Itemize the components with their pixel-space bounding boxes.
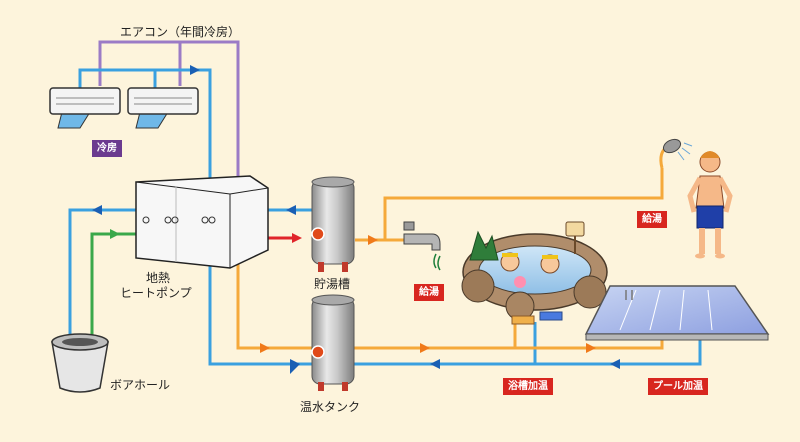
hot-water-tank — [311, 294, 355, 391]
arrow-tank-right — [290, 359, 300, 374]
shower — [659, 138, 693, 169]
hot-water-tank-label: 温水タンク — [300, 400, 361, 414]
storage-tank-label: 貯湯槽 — [314, 277, 351, 291]
arrow-red-right — [292, 233, 302, 243]
arrow-tank-out-2 — [586, 343, 596, 353]
tap-hot-water-tag: 給湯 — [414, 284, 444, 301]
faucet — [403, 221, 441, 271]
borehole-label: ボアホール — [110, 378, 171, 392]
heat-pump — [135, 175, 269, 269]
person-at-shower — [687, 151, 733, 259]
arrow-tank-out-1 — [420, 343, 430, 353]
green-pipe — [90, 232, 136, 338]
swimming-pool — [584, 285, 770, 341]
arrow-return-left-2 — [610, 359, 620, 369]
arrow-green-right — [110, 229, 120, 239]
hot-arrows — [260, 235, 596, 353]
pool-heating-tag: プール加温 — [648, 378, 708, 395]
aircon-label: エアコン（年間冷房） — [120, 25, 241, 39]
cooling-tag: 冷房 — [92, 140, 122, 157]
aircon-unit-right — [127, 87, 199, 129]
aircon-unit-left — [49, 87, 121, 129]
arrow-aircon-right — [190, 65, 200, 75]
red-arrows — [292, 233, 302, 243]
heatpump-label-line1: 地熱 — [146, 271, 171, 285]
green-arrows — [110, 229, 120, 239]
arrow-heatpump-left — [92, 205, 102, 215]
cold-arrows — [92, 65, 620, 374]
arrow-hp-to-tank — [260, 343, 270, 353]
shower-hot-water-tag: 給湯 — [637, 211, 667, 228]
arrow-storage-left — [286, 205, 296, 215]
storage-tank — [311, 176, 355, 272]
purple-pipes — [98, 40, 240, 178]
bath-heating-tag: 浴槽加温 — [503, 378, 553, 395]
arrow-return-left-1 — [430, 359, 440, 369]
arrow-storage-out — [368, 235, 378, 245]
hot-spring-bath — [461, 221, 608, 325]
heatpump-label-line2: ヒートポンプ — [120, 286, 192, 300]
borehole — [51, 333, 109, 393]
